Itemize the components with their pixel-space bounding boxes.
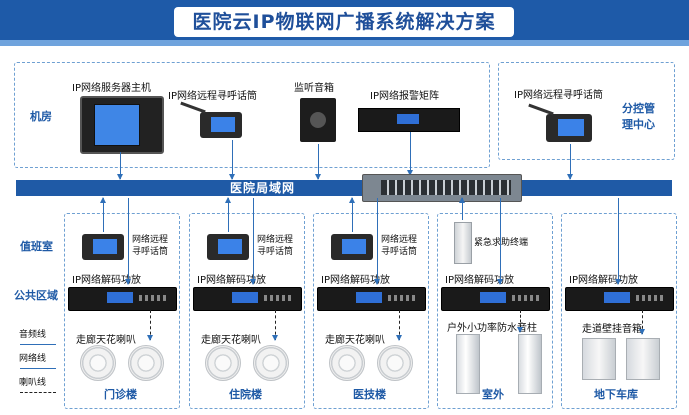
speaker-label-garage: 走道壁挂音箱 bbox=[582, 324, 642, 335]
emergency-terminal bbox=[454, 222, 472, 264]
zone-name-inpatient: 住院楼 bbox=[229, 388, 262, 401]
z1-amp-line bbox=[124, 198, 131, 285]
zone-frame-medtech bbox=[313, 213, 429, 409]
zone-name-outdoor: 室外 bbox=[482, 388, 504, 401]
duty-mic-label-2: 寻呼话筒 bbox=[132, 247, 169, 257]
duty-mic-label-1: 网络远程 bbox=[257, 235, 294, 245]
network-switch bbox=[362, 174, 522, 202]
center-mic-label: IP网络远程寻呼话筒 bbox=[514, 90, 603, 101]
legend-network-line bbox=[20, 368, 56, 369]
control-center-label-2: 理中心 bbox=[622, 118, 655, 131]
duty-mic-label-2: 寻呼话筒 bbox=[381, 247, 418, 257]
waterproof-column-a bbox=[456, 334, 480, 394]
amp-label-outpatient: IP网络解码功放 bbox=[72, 275, 141, 286]
zone-frame-outpatient bbox=[64, 213, 180, 409]
amp-outpatient bbox=[68, 287, 177, 311]
matrix-to-lan-line bbox=[406, 132, 413, 176]
legend-audio-label: 音频线 bbox=[19, 330, 47, 340]
ceiling-speaker-3a bbox=[329, 345, 365, 381]
remote-mic-device bbox=[200, 112, 242, 138]
zone-name-garage: 地下车库 bbox=[594, 388, 638, 401]
z5-amp-line bbox=[614, 198, 621, 285]
z3-speaker-line bbox=[395, 310, 402, 341]
legend-speaker-line bbox=[20, 392, 56, 393]
duty-mic-label-1: 网络远程 bbox=[381, 235, 418, 245]
speaker-label-outpatient: 走廊天花喇叭 bbox=[76, 335, 136, 346]
remote-mic-label: IP网络远程寻呼话筒 bbox=[168, 91, 257, 102]
duty-mic-label-2: 寻呼话筒 bbox=[257, 247, 294, 257]
alarm-matrix-label: IP网络报警矩阵 bbox=[370, 91, 439, 102]
page-title: 医院云IP物联网广播系统解决方案 bbox=[174, 7, 514, 37]
server-room-frame bbox=[14, 62, 490, 168]
emergency-terminal-label: 紧急求助终端 bbox=[474, 238, 529, 248]
z2-speaker-line bbox=[271, 310, 278, 341]
z2-amp-line bbox=[249, 198, 256, 285]
public-area-label: 公共区域 bbox=[14, 289, 58, 302]
zone-frame-outdoor bbox=[437, 213, 553, 409]
waterproof-column-b bbox=[518, 334, 542, 394]
z4-amp-line bbox=[496, 198, 503, 285]
duty-room-label: 值班室 bbox=[20, 240, 53, 253]
server-label: IP网络服务器主机 bbox=[72, 83, 151, 94]
z2-mic-line bbox=[224, 197, 231, 232]
z3-mic-line bbox=[348, 197, 355, 232]
duty-mic-inpatient bbox=[207, 234, 249, 260]
amp-garage bbox=[565, 287, 674, 311]
alarm-matrix-device bbox=[358, 108, 460, 132]
server-device bbox=[80, 96, 164, 154]
duty-mic-medtech bbox=[331, 234, 373, 260]
ceiling-speaker-1a bbox=[80, 345, 116, 381]
legend-network-label: 网络线 bbox=[19, 354, 47, 364]
zone-frame-inpatient bbox=[189, 213, 305, 409]
z5-speaker-line bbox=[638, 310, 645, 335]
server-to-lan-line bbox=[116, 152, 123, 180]
center-to-lan-line bbox=[566, 144, 573, 180]
amp-outdoor bbox=[441, 287, 550, 311]
lan-bar bbox=[16, 180, 672, 196]
amp-label-inpatient: IP网络解码功放 bbox=[197, 275, 266, 286]
ceiling-speaker-3b bbox=[377, 345, 413, 381]
ceiling-speaker-2b bbox=[253, 345, 289, 381]
z4-terminal-line bbox=[458, 197, 465, 220]
z1-mic-line bbox=[99, 197, 106, 232]
control-center-label-1: 分控管 bbox=[622, 102, 655, 115]
monitor-to-lan-line bbox=[314, 144, 321, 180]
amp-label-medtech: IP网络解码功放 bbox=[321, 275, 390, 286]
speaker-label-medtech: 走廊天花喇叭 bbox=[325, 335, 385, 346]
wall-speaker-a bbox=[582, 338, 616, 380]
server-room-label: 机房 bbox=[30, 110, 52, 123]
duty-mic-outpatient bbox=[82, 234, 124, 260]
amp-medtech bbox=[317, 287, 426, 311]
z3-amp-line bbox=[373, 198, 380, 285]
speaker-label-inpatient: 走廊天花喇叭 bbox=[201, 335, 261, 346]
zone-name-medtech: 医技楼 bbox=[353, 388, 386, 401]
control-center-frame bbox=[498, 62, 675, 160]
speaker-label-outdoor: 户外小功率防水音柱 bbox=[447, 323, 537, 334]
z1-speaker-line bbox=[146, 310, 153, 341]
legend-audio-line bbox=[20, 344, 56, 345]
monitor-speaker-label: 监听音箱 bbox=[294, 83, 334, 94]
mic-to-lan-line bbox=[228, 140, 235, 180]
z4-speaker-line bbox=[516, 310, 523, 333]
wall-speaker-b bbox=[626, 338, 660, 380]
ceiling-speaker-2a bbox=[205, 345, 241, 381]
zone-name-outpatient: 门诊楼 bbox=[104, 388, 137, 401]
ceiling-speaker-1b bbox=[128, 345, 164, 381]
amp-label-garage: IP网络解码功放 bbox=[569, 275, 638, 286]
legend-speaker-label: 喇叭线 bbox=[19, 378, 47, 388]
center-mic-device bbox=[546, 114, 592, 142]
amp-label-outdoor: IP网络解码功放 bbox=[445, 275, 514, 286]
lan-label: 医院局域网 bbox=[230, 181, 296, 195]
duty-mic-label-1: 网络远程 bbox=[132, 235, 169, 245]
monitor-speaker-device bbox=[300, 98, 336, 142]
zone-frame-garage bbox=[561, 213, 677, 409]
title-stripe bbox=[0, 40, 689, 46]
amp-inpatient bbox=[193, 287, 302, 311]
